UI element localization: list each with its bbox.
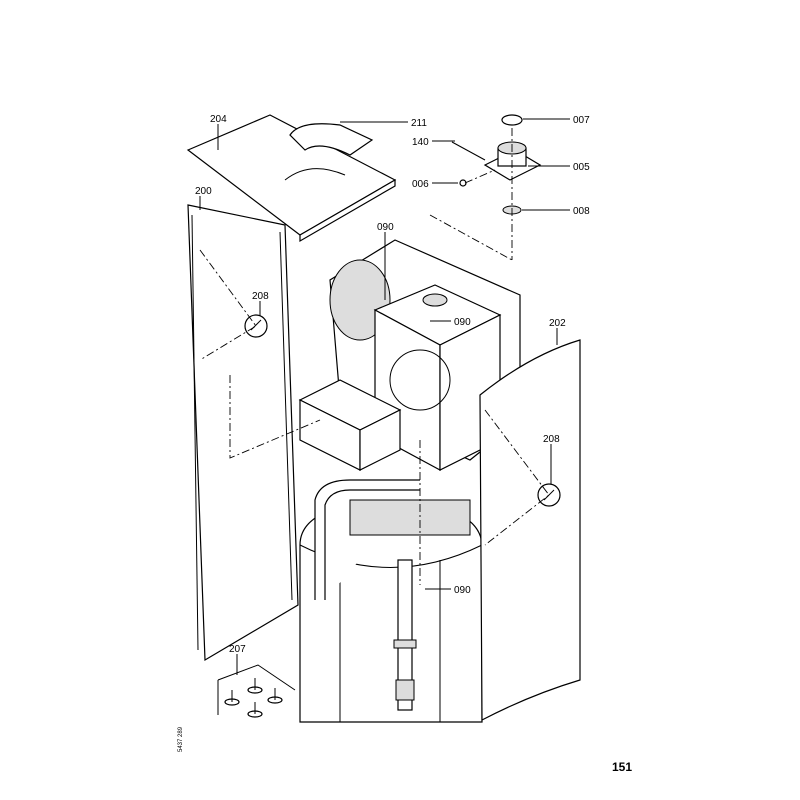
flue-adapter-assembly <box>451 114 542 215</box>
control-unit <box>298 379 402 471</box>
label-007: 007 <box>573 115 590 126</box>
label-090-bottom: 090 <box>454 585 471 596</box>
label-208-right: 208 <box>543 434 560 445</box>
top-panel-204 <box>186 114 397 243</box>
label-211: 211 <box>411 118 427 129</box>
label-006: 006 <box>412 179 429 190</box>
clip-208-right <box>537 483 561 507</box>
label-204: 204 <box>210 114 227 125</box>
label-200: 200 <box>195 186 212 197</box>
side-panel-200 <box>187 204 299 662</box>
clip-208-left <box>244 314 268 338</box>
side-panel-202 <box>479 339 581 721</box>
feet-207 <box>217 664 296 718</box>
leader-lines <box>199 118 570 675</box>
label-207: 207 <box>229 644 246 655</box>
label-140: 140 <box>412 137 429 148</box>
assembly-lines <box>199 128 550 585</box>
label-008: 008 <box>573 206 590 217</box>
label-090-top: 090 <box>377 222 394 233</box>
label-090-middle: 090 <box>454 317 471 328</box>
label-208-left: 208 <box>252 291 269 302</box>
label-202: 202 <box>549 318 566 329</box>
label-005: 005 <box>573 162 590 173</box>
pipes <box>314 479 471 711</box>
drawing-number: 5437 289 <box>178 726 184 752</box>
page-number: 151 <box>612 760 632 774</box>
